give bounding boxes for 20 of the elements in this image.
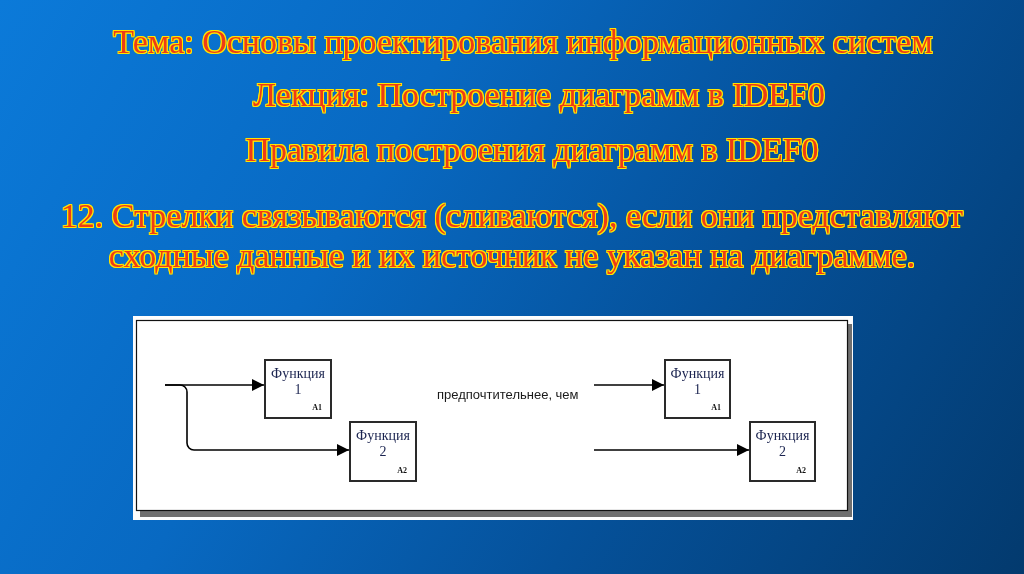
rule-text: 12. Стрелки связываются (сливаются), если они представляют сходные данные и их источник не указан на диаграмме. — [59, 196, 965, 276]
section-heading: Правила построения диаграмм в IDEF0 — [244, 130, 820, 170]
arrow — [164, 384, 350, 456]
lecture-heading: Лекция: Построение диаграмм в IDEF0 — [252, 75, 826, 115]
arrow — [593, 379, 665, 391]
function-name: Функция 2 — [755, 428, 810, 460]
slide-title: Тема: Основы проектирования информационных систем — [112, 22, 934, 62]
function-name: Функция 2 — [356, 428, 410, 460]
function-box — [264, 359, 332, 419]
function-name: Функция 1 — [670, 366, 725, 398]
node-number: A2 — [796, 466, 806, 475]
function-box — [349, 421, 417, 482]
function-box — [749, 421, 816, 482]
node-number: A1 — [312, 403, 322, 412]
comparison-label: предпочтительнее, чем — [437, 387, 579, 402]
function-box — [664, 359, 731, 419]
function-name: Функция 1 — [271, 366, 325, 398]
node-number: A1 — [711, 403, 721, 412]
arrow — [593, 444, 750, 456]
node-number: A2 — [397, 466, 407, 475]
